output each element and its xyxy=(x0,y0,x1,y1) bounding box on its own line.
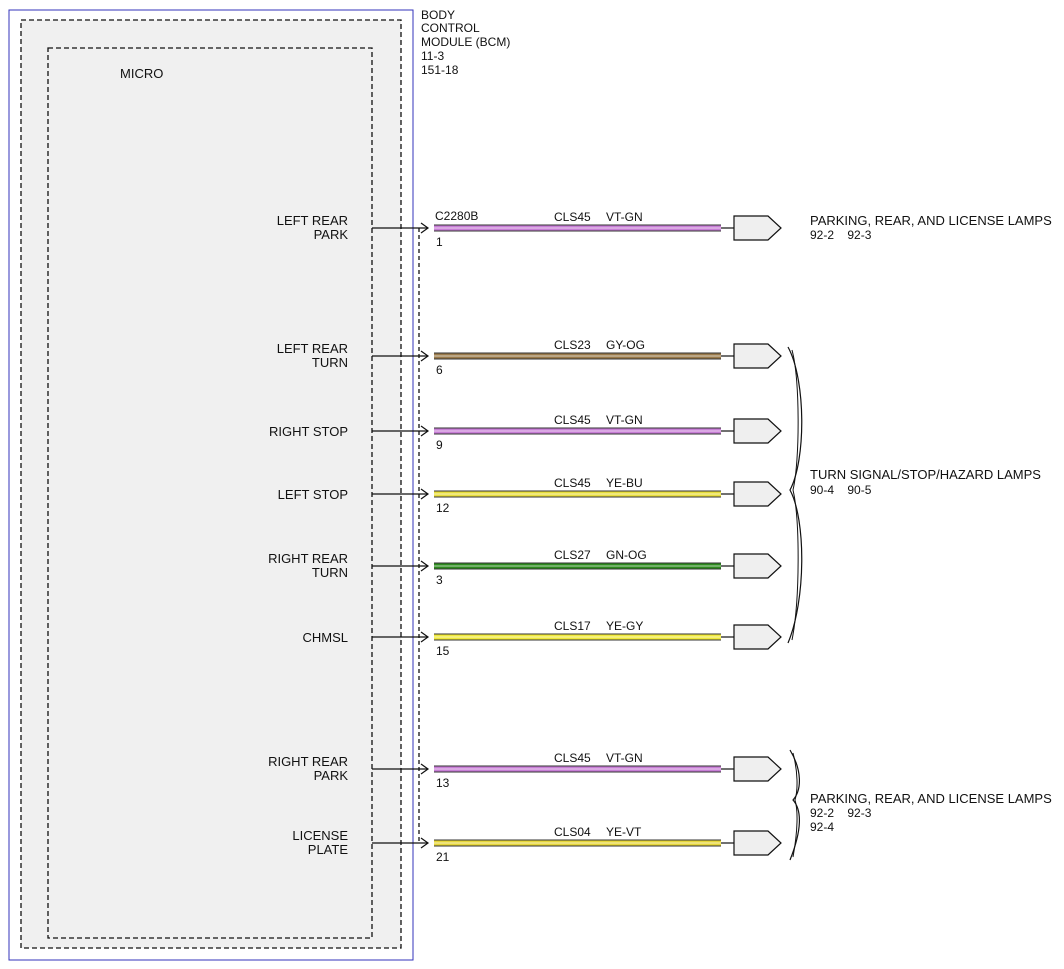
pin-label: LEFT STOP xyxy=(278,487,348,502)
connector-arrow xyxy=(733,481,782,507)
destination-parking-lamps-1: PARKING, REAR, AND LICENSE LAMPS 92-2 92… xyxy=(810,213,1052,242)
connector-arrow xyxy=(733,624,782,650)
pin-number: 1 xyxy=(436,235,443,249)
circuit-row: LEFT STOP 12 CLS45 YE-BU xyxy=(278,476,782,515)
circuit-id: CLS45 xyxy=(554,210,591,224)
terminal-chevron xyxy=(420,488,430,500)
wire-color-code: YE-BU xyxy=(606,476,643,490)
destination-name: PARKING, REAR, AND LICENSE LAMPS xyxy=(810,213,1052,228)
pin-number: 6 xyxy=(436,363,443,377)
wire-color-code: VT-GN xyxy=(606,751,643,765)
pin-number: 9 xyxy=(436,438,443,452)
pin-label: CHMSL xyxy=(302,630,348,645)
pin-label: LICENSE xyxy=(292,828,348,843)
micro-label: MICRO xyxy=(120,66,163,81)
connector-arrow xyxy=(733,830,782,856)
wire-color-code: YE-GY xyxy=(606,619,643,633)
wire-color-code: VT-GN xyxy=(606,413,643,427)
wire-stripe xyxy=(434,355,721,357)
circuit-id: CLS27 xyxy=(554,548,591,562)
wire-stripe xyxy=(434,842,721,844)
module-title-line: BODY xyxy=(421,8,455,22)
pin-label: RIGHT STOP xyxy=(269,424,348,439)
terminal-chevron xyxy=(420,222,430,234)
circuit-row: RIGHT STOP 9 CLS45 VT-GN xyxy=(269,413,782,452)
destination-turn-signal-lamps: TURN SIGNAL/STOP/HAZARD LAMPS 90-4 90-5 xyxy=(810,467,1041,497)
terminal-chevron xyxy=(420,425,430,437)
pin-label: PARK xyxy=(314,227,349,242)
pin-label: PLATE xyxy=(308,842,349,857)
pin-label: RIGHT REAR xyxy=(268,754,348,769)
wire-stripe xyxy=(434,565,721,567)
destination-parking-lamps-2: PARKING, REAR, AND LICENSE LAMPS 92-2 92… xyxy=(810,791,1052,834)
micro-box xyxy=(47,47,373,939)
pin-label: TURN xyxy=(312,355,348,370)
connector-arrow xyxy=(733,756,782,782)
pin-label: LEFT REAR xyxy=(277,213,348,228)
destination-brace xyxy=(792,752,798,858)
module-title-line: 151-18 xyxy=(421,63,459,77)
wire-color-code: YE-VT xyxy=(606,825,642,839)
destination-brace xyxy=(787,346,803,644)
module-title-line: CONTROL xyxy=(421,21,480,35)
module-title-line: 11-3 xyxy=(421,49,444,63)
wire-stripe xyxy=(434,493,721,495)
terminal-chevron xyxy=(420,560,430,572)
circuit-id: CLS17 xyxy=(554,619,591,633)
wire-color-code: GY-OG xyxy=(606,338,645,352)
wire-color-code: GN-OG xyxy=(606,548,647,562)
pin-number: 13 xyxy=(436,776,450,790)
pin-label: LEFT REAR xyxy=(277,341,348,356)
destination-ref: 92-4 xyxy=(810,820,834,834)
wire-stripe xyxy=(434,227,721,229)
destination-brace xyxy=(791,349,799,641)
bcm-inner-box xyxy=(20,19,402,949)
pin-label: TURN xyxy=(312,565,348,580)
destination-name: PARKING, REAR, AND LICENSE LAMPS xyxy=(810,791,1052,806)
destination-ref: 92-2 92-3 xyxy=(810,806,872,820)
pin-label: PARK xyxy=(314,768,349,783)
circuit-id: CLS04 xyxy=(554,825,591,839)
terminal-chevron xyxy=(420,350,430,362)
wire-color-code: VT-GN xyxy=(606,210,643,224)
terminal-chevron xyxy=(420,763,430,775)
pin-number: 3 xyxy=(436,573,443,587)
module-title-line: MODULE (BCM) xyxy=(421,35,510,49)
pin-number: 12 xyxy=(436,501,450,515)
destination-ref: 92-2 92-3 xyxy=(810,228,872,242)
bcm-outer-box xyxy=(8,9,414,961)
connector-label: C2280B xyxy=(435,209,478,223)
destination-brace xyxy=(789,749,801,861)
pin-number: 15 xyxy=(436,644,450,658)
pin-label: RIGHT REAR xyxy=(268,551,348,566)
destination-name: TURN SIGNAL/STOP/HAZARD LAMPS xyxy=(810,467,1041,482)
pin-number: 21 xyxy=(436,850,450,864)
circuit-row: CHMSL 15 CLS17 YE-GY xyxy=(302,619,782,658)
circuit-id: CLS45 xyxy=(554,413,591,427)
terminal-chevron xyxy=(420,631,430,643)
circuit-id: CLS45 xyxy=(554,751,591,765)
wire-stripe xyxy=(434,768,721,770)
circuit-id: CLS23 xyxy=(554,338,591,352)
connector-arrow xyxy=(733,418,782,444)
destination-ref: 90-4 90-5 xyxy=(810,483,872,497)
connector-arrow xyxy=(733,553,782,579)
wire-stripe xyxy=(434,430,721,432)
wire-stripe xyxy=(434,636,721,638)
terminal-chevron xyxy=(420,837,430,849)
connector-arrow xyxy=(733,215,782,241)
module-title: BODY CONTROL MODULE (BCM) 11-3 151-18 xyxy=(421,8,510,77)
circuit-id: CLS45 xyxy=(554,476,591,490)
connector-arrow xyxy=(733,343,782,369)
